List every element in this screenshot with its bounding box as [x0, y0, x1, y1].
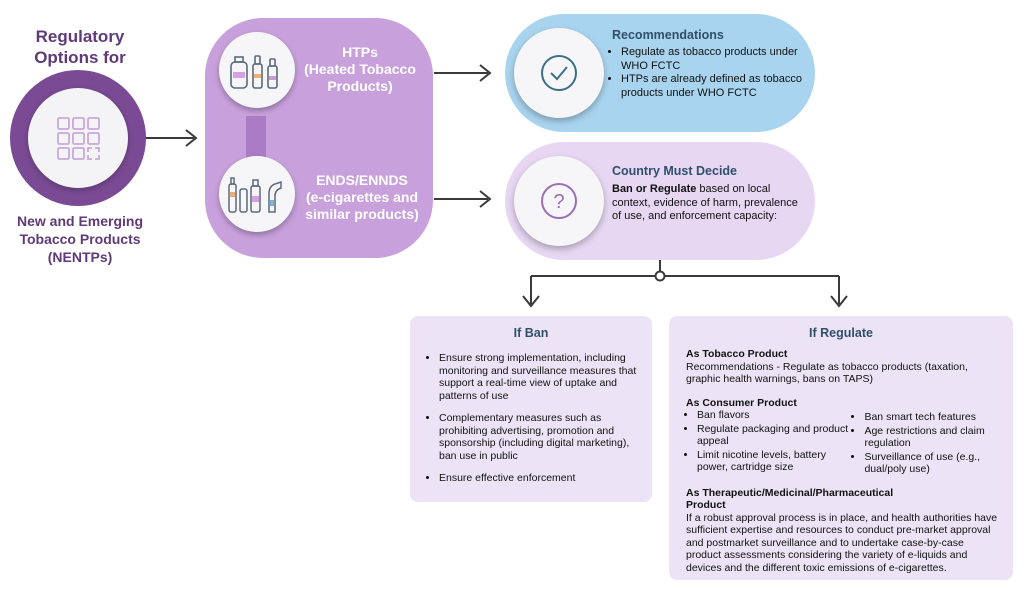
question-icon-circle: ? [514, 156, 604, 246]
heated-tobacco-devices-icon [230, 55, 278, 89]
e-cigarette-devices-icon [228, 177, 282, 213]
consumer-item: Surveillance of use (e.g., dual/poly use… [864, 451, 1001, 476]
consumer-item: Ban flavors [697, 409, 853, 422]
check-icon-circle [514, 28, 604, 118]
decide-bold: Ban or Regulate [612, 183, 697, 195]
nentp-line: (NENTPs) [47, 249, 113, 265]
consumer-left-column: Ban flavors Regulate packaging and produ… [686, 409, 853, 477]
ends-line: ENDS/ENNDS [316, 172, 408, 188]
htps-label: HTPs (Heated Tobacco Products) [290, 44, 430, 95]
arrow-to-decide [434, 190, 492, 208]
recommendation-item: HTPs are already defined as tobacco prod… [621, 73, 808, 100]
recommendations-content: Recommendations Regulate as tobacco prod… [612, 28, 808, 100]
consumer-item: Limit nicotine levels, battery power, ca… [697, 449, 853, 474]
svg-text:?: ? [553, 191, 564, 213]
consumer-columns: Ban flavors Regulate packaging and produ… [686, 409, 1001, 477]
nentp-icon-circle [28, 88, 128, 188]
recommendation-item: Regulate as tobacco products under WHO F… [621, 46, 808, 73]
ends-line: (e-cigarettes and [305, 189, 419, 205]
consumer-item: Regulate packaging and product appeal [697, 423, 853, 448]
arrow-to-ban [522, 295, 540, 308]
consumer-right-column: Ban smart tech features Age restrictions… [853, 411, 1001, 477]
ends-line: similar products) [305, 206, 419, 222]
consumer-item: Ban smart tech features [864, 411, 1001, 424]
if-regulate-panel: If Regulate As Tobacco Product Recommend… [669, 316, 1013, 580]
arrow-to-pill [146, 129, 198, 147]
checkmark-icon [541, 55, 577, 91]
htps-line: (Heated Tobacco [304, 61, 416, 77]
tobacco-text: Recommendations - Regulate as tobacco pr… [686, 360, 968, 386]
tobacco-heading: As Tobacco Product [686, 348, 788, 360]
arrow-to-regulate [830, 295, 848, 308]
ban-item: Complementary measures such as prohibiti… [439, 412, 638, 462]
consumer-item: Age restrictions and claim regulation [864, 425, 1001, 450]
pill-connector [246, 116, 266, 168]
question-mark-icon: ? [541, 183, 577, 219]
recommendations-title: Recommendations [612, 28, 724, 42]
arrow-to-recommendations [434, 64, 492, 82]
therapeutic-heading: As Therapeutic/Medicinal/Pharmaceutical … [686, 487, 1001, 512]
therapeutic-heading-line: As Therapeutic/Medicinal/Pharmaceutical [686, 486, 894, 499]
title-line: Options for [34, 48, 126, 67]
grid-icon [57, 117, 100, 160]
ends-icon-circle [219, 156, 295, 232]
if-ban-title: If Ban [513, 326, 549, 340]
branch-connector [530, 260, 840, 304]
decide-content: Country Must Decide Ban or Regulate base… [612, 164, 808, 224]
branch-node [654, 270, 666, 282]
decide-title: Country Must Decide [612, 164, 738, 178]
diagram-title: Regulatory Options for [0, 26, 160, 68]
therapeutic-heading-line: Product [686, 499, 726, 511]
htps-line: Products) [327, 78, 393, 94]
ends-label: ENDS/ENNDS (e-cigarettes and similar pro… [294, 172, 430, 223]
title-line: Regulatory [35, 27, 125, 46]
htps-line: HTPs [342, 44, 378, 60]
nentp-line: Tobacco Products [19, 231, 141, 247]
ban-item: Ensure effective enforcement [439, 472, 638, 485]
ban-item: Ensure strong implementation, including … [439, 352, 638, 402]
if-regulate-title: If Regulate [809, 326, 873, 340]
if-ban-panel: If Ban Ensure strong implementation, inc… [410, 316, 652, 502]
nentp-label: New and Emerging Tobacco Products (NENTP… [0, 212, 160, 266]
htp-icon-circle [219, 32, 295, 108]
decide-text: based on local context, evidence of harm… [612, 183, 798, 222]
therapeutic-text: If a robust approval process is in place… [686, 511, 998, 574]
consumer-heading: As Consumer Product [686, 396, 797, 409]
nentp-line: New and Emerging [16, 213, 144, 229]
